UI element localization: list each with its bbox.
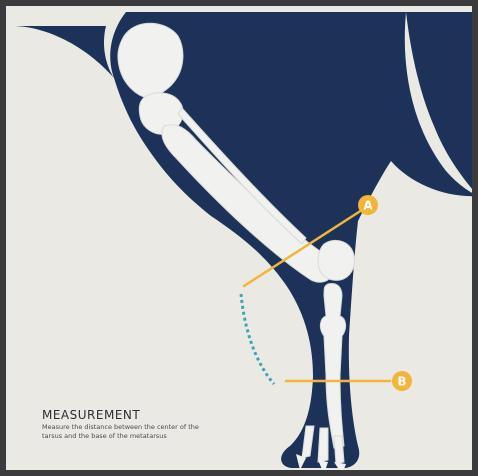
tarsus-bone: [318, 240, 354, 280]
hip-tuft: [12, 26, 114, 78]
marker-a-label: A: [363, 199, 373, 213]
measurement-caption: MEASUREMENT Measure the distance between…: [42, 408, 262, 441]
caption-description: Measure the distance between the center …: [42, 423, 217, 441]
marker-b-label: B: [397, 375, 406, 389]
leg-illustration: A B: [6, 6, 478, 476]
measurement-curve: [241, 294, 274, 384]
caption-title: MEASUREMENT: [42, 408, 262, 422]
toe-bone-3: [334, 436, 344, 464]
toe-bone-2: [318, 428, 328, 462]
